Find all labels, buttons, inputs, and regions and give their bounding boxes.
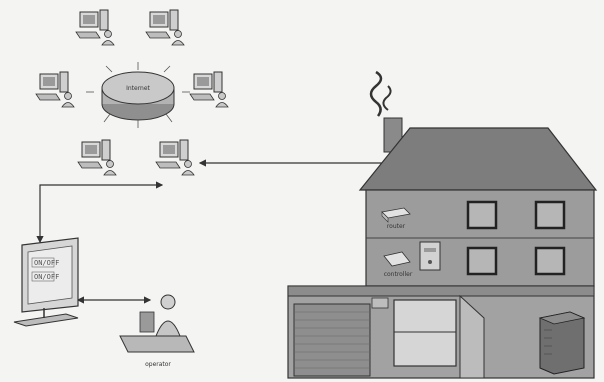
storage-unit [538,311,586,375]
screen-line-1: ON/OFF [34,259,59,267]
storage-icon [538,311,586,375]
controller: controller [383,241,441,278]
operator-icon [119,294,195,353]
workstation-icon [189,71,229,108]
workstation-top-left [75,9,115,46]
workstation-bottom-left [77,139,117,176]
globe-disk-icon [101,71,175,121]
workstation-icon [155,139,195,176]
monitor-icon [13,237,79,327]
workstation-icon [75,9,115,46]
operator-label: operator [145,361,171,368]
router-icon [381,207,411,223]
workstation-icon [145,9,185,46]
screen-line-2: ON/OFF [34,273,59,281]
workstation-bottom-right [155,139,195,176]
controller-icon [383,241,441,271]
workstation-mid-right [189,71,229,108]
internet-label: Internet [126,85,150,92]
router: router [381,207,411,230]
controller-label: controller [384,271,413,278]
router-label: router [387,223,406,230]
operator-station: operator [119,294,195,368]
workstation-icon [77,139,117,176]
control-monitor: ON/OFF ON/OFF [13,237,79,327]
workstation-mid-left [35,71,75,108]
workstation-icon [35,71,75,108]
internet-cloud: Internet [86,62,190,128]
workstation-top-right [145,9,185,46]
